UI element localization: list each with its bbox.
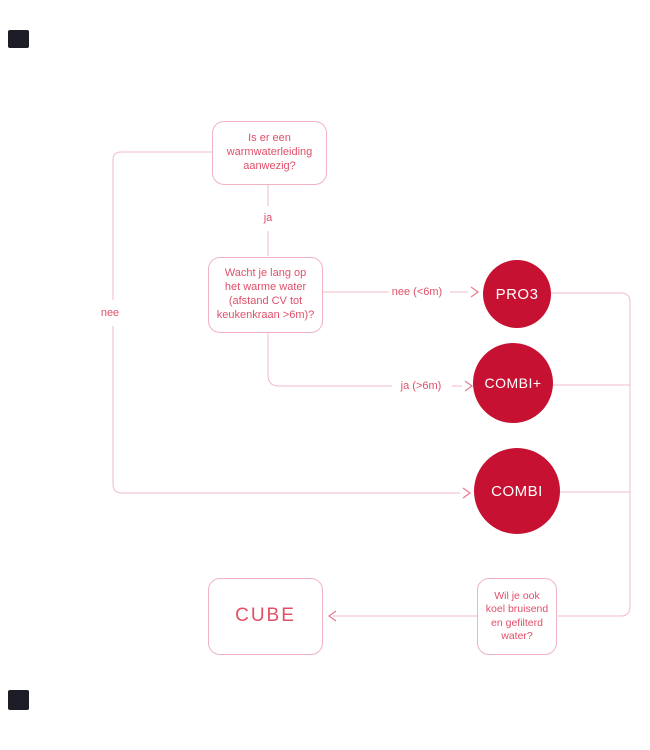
wire-right-bus [551, 292, 631, 617]
wire-nee-top [112, 151, 212, 300]
result-combi-plus: COMBI+ [473, 343, 553, 423]
edge-label-nee: nee [97, 307, 123, 319]
question-wachttijd: Wacht je lang op het warme water (afstan… [208, 257, 323, 333]
top-left-badge [8, 30, 29, 48]
arrowhead-pro3-icon [470, 286, 480, 298]
edge-label-nee-6m: nee (<6m) [388, 286, 446, 298]
edge-label-ja: ja [260, 212, 276, 224]
wire-ja6m-left [267, 332, 392, 387]
result-pro3: PRO3 [483, 260, 551, 328]
edge-label-ja-6m: ja (>6m) [397, 380, 445, 392]
arrowhead-combiplus-icon [464, 380, 474, 392]
wire-nee-bottom [112, 326, 460, 494]
result-cube: CUBE [208, 578, 323, 655]
question-koel-bruisend: Wil je ook koel bruisend en gefilterd wa… [477, 578, 557, 655]
bottom-left-badge [8, 690, 29, 710]
question-warmwaterleiding: Is er een warmwaterleiding aanwezig? [212, 121, 327, 185]
result-combi: COMBI [474, 448, 560, 534]
arrowhead-cube-icon [327, 610, 337, 622]
arrowhead-combi-icon [462, 487, 472, 499]
